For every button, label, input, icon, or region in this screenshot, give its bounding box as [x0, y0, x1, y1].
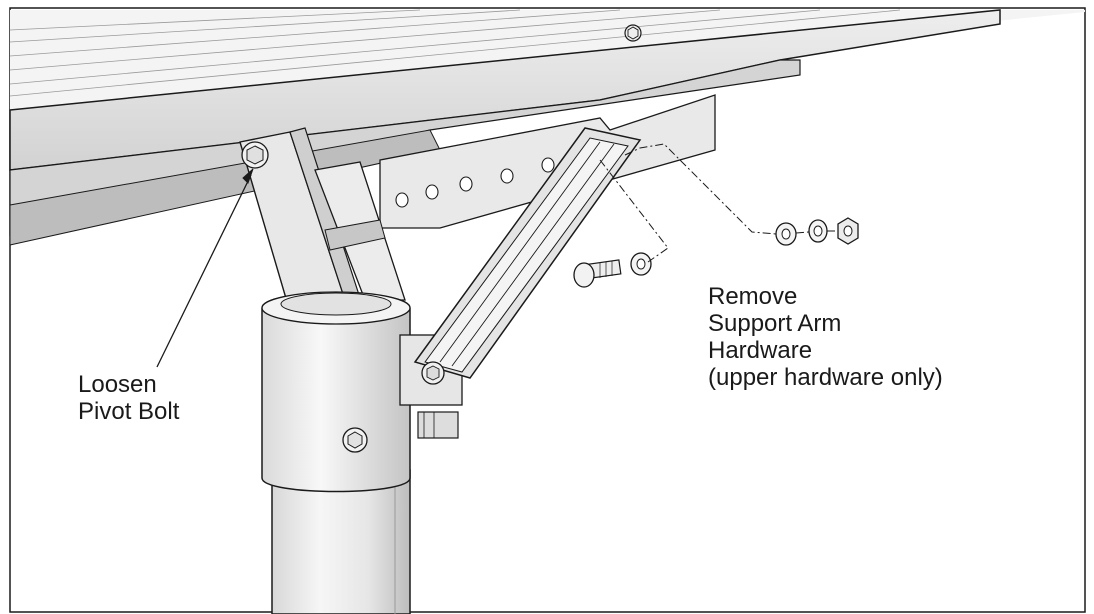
callout-remove-support-arm-hardware: Remove Support Arm Hardware (upper hardw… — [708, 283, 943, 391]
arm-bolt — [573, 259, 622, 288]
callout-hardware-line-3: Hardware — [708, 337, 813, 364]
pole-sleeve — [261, 291, 463, 493]
arm-lock-washer — [808, 219, 828, 243]
callout-hardware-line-4: (upper hardware only) — [708, 364, 943, 391]
alignment-lines — [599, 143, 838, 263]
arm-washer-upper — [775, 222, 797, 246]
arm-nut — [837, 217, 859, 245]
arm-washer-lower — [630, 252, 652, 276]
callout-pivot-line-2: Pivot Bolt — [78, 398, 180, 425]
solar-panel — [9, 9, 1085, 246]
pivot-bolt — [241, 141, 269, 169]
pivot-yoke — [239, 127, 406, 313]
pivot-leader — [156, 168, 254, 368]
frame-border — [9, 7, 1086, 613]
callout-pivot-line-1: Loosen — [78, 371, 157, 398]
support-arm — [413, 127, 642, 385]
callout-hardware-line-2: Support Arm — [708, 310, 842, 337]
pole — [271, 469, 411, 614]
callout-hardware-line-1: Remove — [708, 283, 798, 310]
callout-loosen-pivot-bolt: Loosen Pivot Bolt — [78, 371, 179, 425]
